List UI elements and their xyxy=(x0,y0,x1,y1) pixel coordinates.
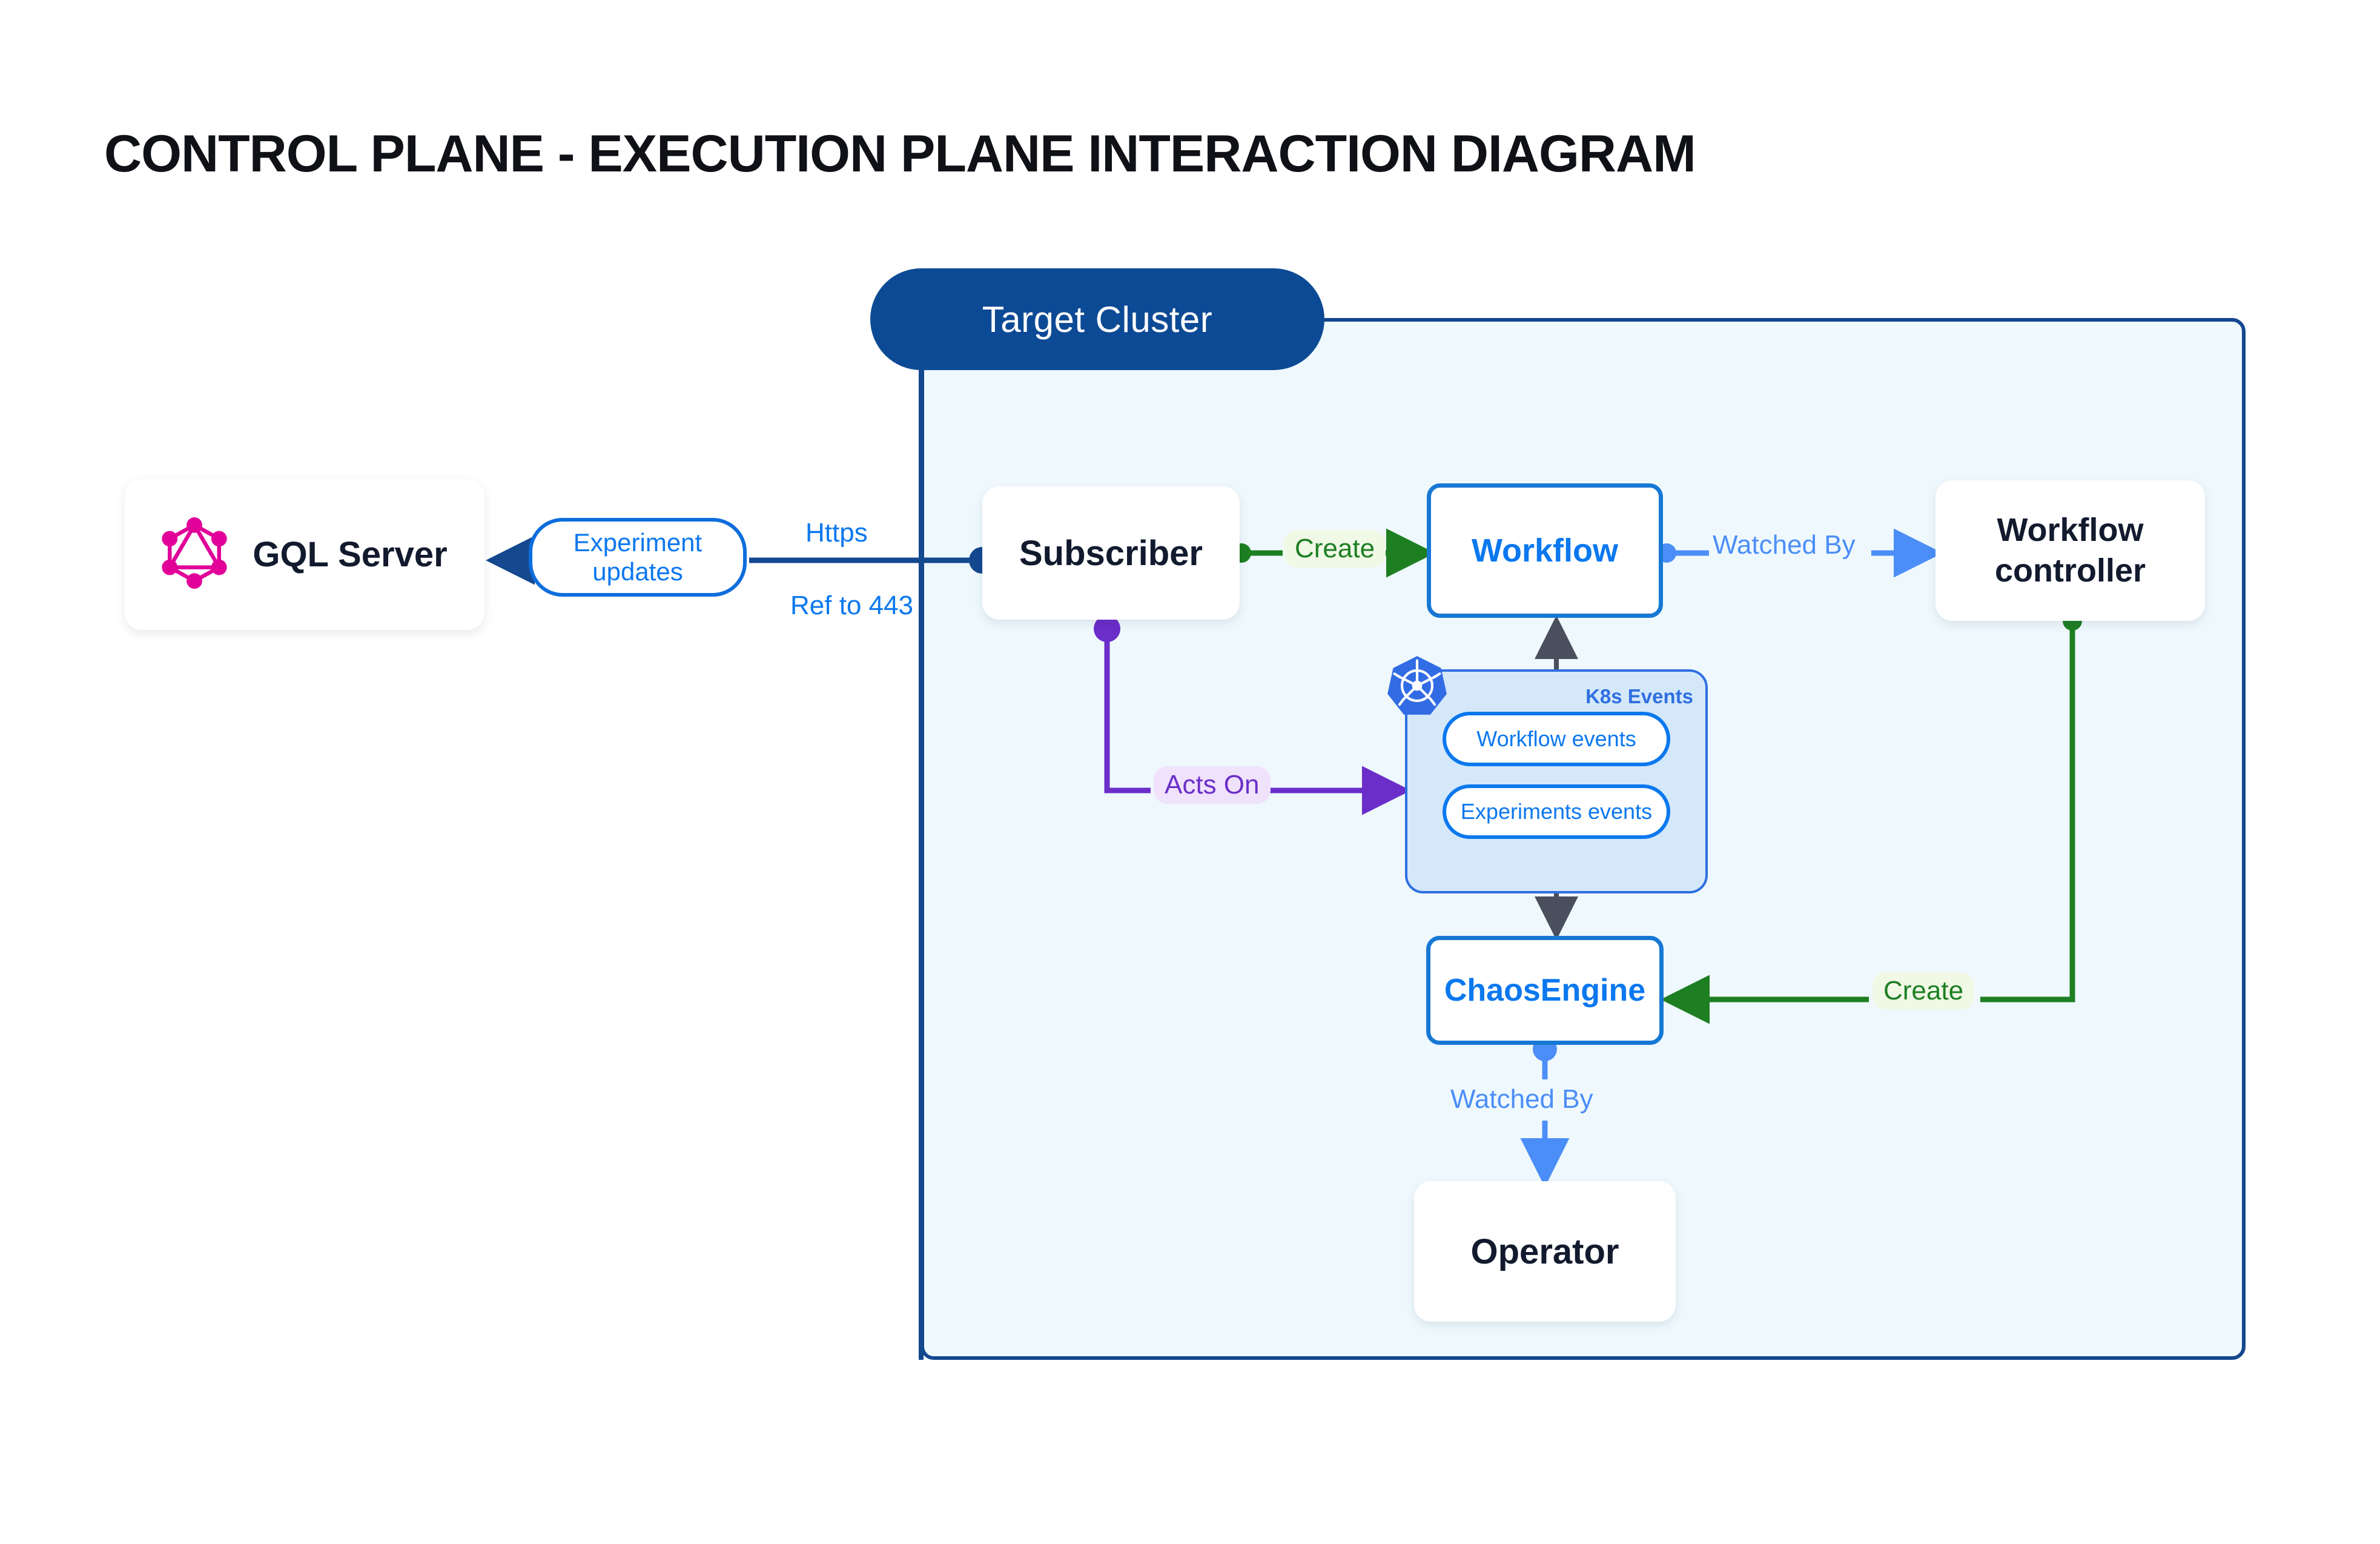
page-title: CONTROL PLANE - EXECUTION PLANE INTERACT… xyxy=(104,125,1696,183)
kubernetes-logo-icon xyxy=(1386,654,1449,717)
pill-workflow-events[interactable]: Workflow events xyxy=(1443,712,1670,766)
edge-label-create-chaosengine: Create xyxy=(1873,972,1975,1010)
k8s-events-caption: K8s Events xyxy=(1585,685,1693,707)
node-subscriber[interactable]: Subscriber xyxy=(982,486,1240,620)
edge-label-watched-by-controller: Watched By xyxy=(1713,530,1856,560)
edge-label-experiment-updates-line1: Experiment xyxy=(573,528,702,557)
node-chaosengine[interactable]: ChaosEngine xyxy=(1426,936,1664,1045)
node-workflow[interactable]: Workflow xyxy=(1427,483,1663,618)
graphql-logo-icon xyxy=(162,517,227,592)
edge-label-https: Https xyxy=(805,518,868,548)
edge-label-acts-on: Acts On xyxy=(1154,766,1271,804)
k8s-events-group: K8s Events xyxy=(1405,669,1708,893)
node-workflow-controller[interactable]: Workflow controller xyxy=(1935,480,2205,621)
pill-experiments-events[interactable]: Experiments events xyxy=(1443,784,1670,839)
edge-label-experiment-updates: Experiment updates xyxy=(529,518,747,597)
edge-label-create-workflow: Create xyxy=(1284,530,1386,568)
node-gql-server[interactable]: GQL Server xyxy=(125,479,484,630)
edge-label-ref-to-443: Ref to 443 xyxy=(790,591,914,620)
edge-label-watched-by-operator: Watched By xyxy=(1450,1084,1593,1114)
edge-label-experiment-updates-line2: updates xyxy=(592,557,683,586)
node-operator[interactable]: Operator xyxy=(1414,1181,1676,1322)
cluster-left-connector-line xyxy=(919,366,924,1360)
target-cluster-badge: Target Cluster xyxy=(870,268,1324,370)
node-workflow-controller-label-line2: controller xyxy=(1994,552,2146,589)
node-workflow-controller-label-line1: Workflow xyxy=(1997,511,2144,548)
node-gql-server-label: GQL Server xyxy=(253,534,448,574)
